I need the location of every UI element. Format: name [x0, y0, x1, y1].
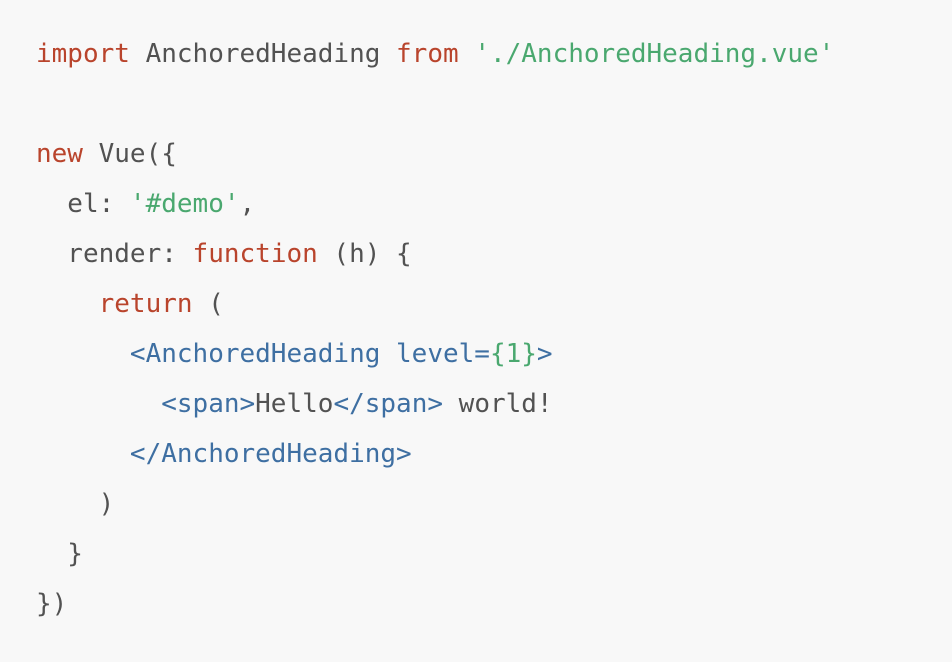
code-token-tag: </AnchoredHeading>	[129, 439, 412, 469]
code-line: return (	[36, 279, 952, 329]
code-token-tag: <AnchoredHeading level=	[129, 339, 490, 369]
code-token-id	[459, 39, 475, 69]
code-token-id: render:	[36, 239, 193, 269]
code-token-id: Hello	[255, 389, 334, 419]
code-token-kw: from	[396, 39, 459, 69]
code-line: new Vue({	[36, 129, 952, 179]
code-token-tag: </span>	[333, 389, 444, 419]
code-token-tag: <span>	[161, 389, 256, 419]
code-line: </AnchoredHeading>	[36, 429, 952, 479]
code-line	[36, 79, 952, 129]
code-line: <span>Hello</span> world!	[36, 379, 952, 429]
code-token-id: el:	[36, 189, 130, 219]
code-line: }	[36, 529, 952, 579]
code-token-id: ,	[239, 189, 256, 219]
code-token-id: (h) {	[317, 239, 412, 269]
code-token-id: })	[36, 589, 68, 619]
code-token-id: }	[36, 539, 83, 569]
code-token-id: Vue({	[82, 139, 177, 169]
code-token-kw: import	[36, 39, 130, 69]
code-token-kw: return	[98, 289, 193, 319]
code-token-id	[36, 339, 130, 369]
code-line: <AnchoredHeading level={1}>	[36, 329, 952, 379]
code-token-str: '#demo'	[129, 189, 240, 219]
code-token-kw: function	[192, 239, 318, 269]
code-token-str: './AnchoredHeading.vue'	[474, 39, 835, 69]
code-token-id: (	[192, 289, 224, 319]
code-line: })	[36, 579, 952, 629]
code-token-id	[36, 439, 130, 469]
code-token-id: )	[36, 489, 115, 519]
code-line: import AnchoredHeading from './AnchoredH…	[36, 29, 952, 79]
code-token-kw: new	[36, 139, 83, 169]
code-token-id: AnchoredHeading	[129, 39, 397, 69]
code-token-tag: >	[536, 339, 553, 369]
code-line: el: '#demo',	[36, 179, 952, 229]
code-token-str: {1}	[489, 339, 537, 369]
code-token-id	[36, 389, 161, 419]
code-line: render: function (h) {	[36, 229, 952, 279]
code-token-id: world!	[443, 389, 553, 419]
code-line: )	[36, 479, 952, 529]
code-token-id	[36, 289, 99, 319]
